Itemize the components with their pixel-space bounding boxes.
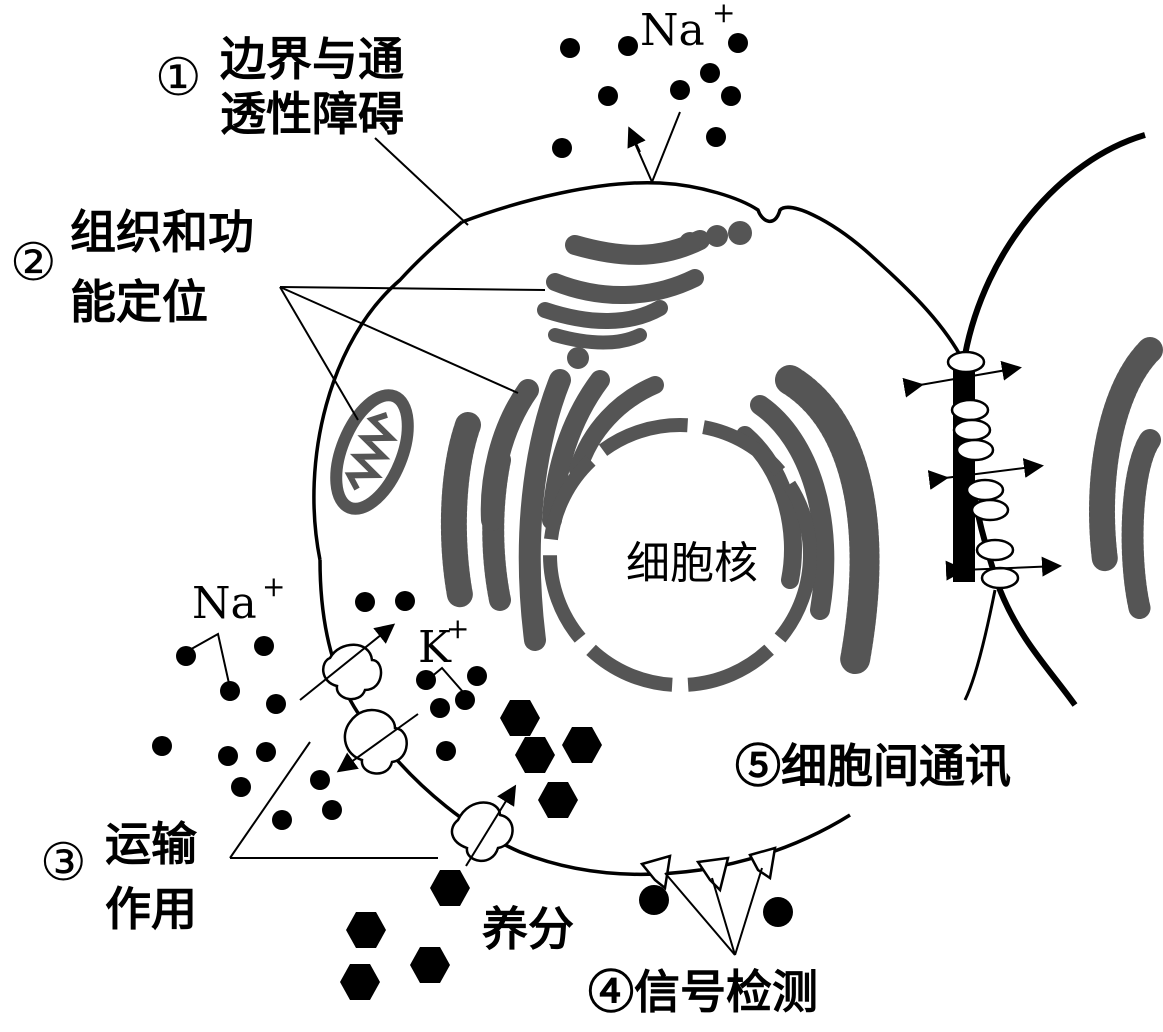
boundary-pointer (375, 138, 468, 225)
nucleus-label: 细胞核 (626, 538, 758, 589)
transport-label-number: ③ (40, 833, 87, 893)
organization-label-line2: 能定位 (70, 275, 208, 329)
neighbor-er (1102, 350, 1150, 610)
organization-label-line1: 组织和功 (70, 205, 254, 259)
membrane-strand (965, 590, 995, 700)
golgi-apparatus (545, 221, 752, 369)
organization-label-number: ② (10, 233, 57, 293)
na-top-arrows (630, 112, 680, 182)
mitochondrion (322, 385, 423, 519)
signal-label: ④信号检测 (588, 965, 818, 1019)
k-charge: + (446, 612, 469, 645)
na-top-charge: + (712, 0, 735, 29)
transport-label-line1: 运输 (105, 817, 198, 871)
boundary-label-line1: 边界与通 (220, 32, 404, 86)
transport-protein-3 (452, 788, 514, 866)
transport-protein-1 (300, 626, 392, 700)
na-left-label: Na (192, 578, 257, 629)
na-top-label: Na (640, 5, 705, 56)
signal-pointers (665, 868, 762, 955)
receptors (642, 848, 775, 890)
nutrient-label: 养分 (482, 902, 574, 956)
boundary-label-number: ① (155, 48, 202, 108)
organization-pointers (280, 287, 545, 420)
transport-protein-2 (340, 710, 418, 774)
boundary-label-line2: 透性障碍 (220, 87, 404, 141)
transport-label-line2: 作用 (105, 882, 197, 936)
na-left-charge: + (262, 570, 285, 603)
communication-label: ⑤细胞间通讯 (735, 739, 1011, 793)
